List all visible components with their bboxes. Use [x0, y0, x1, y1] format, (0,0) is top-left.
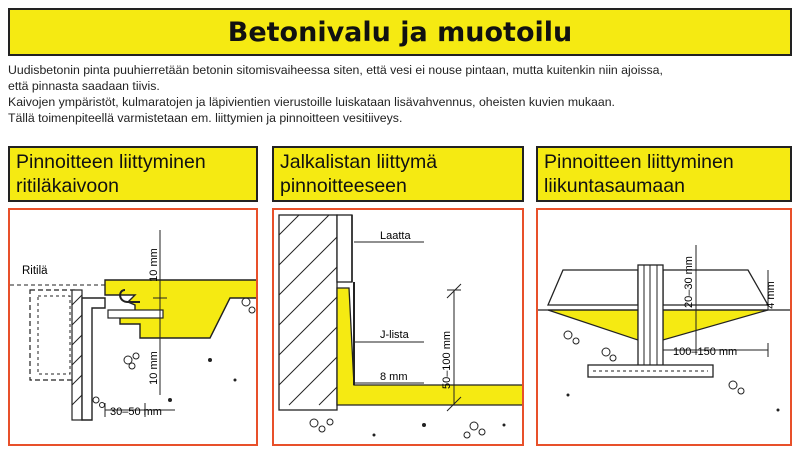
header-expansion-joint: Pinnoitteen liittyminen liikuntasaumaan: [536, 146, 792, 202]
header-expansion-joint-line2: liikuntasaumaan: [544, 175, 685, 197]
dim-vertical-label: 50–100 mm: [441, 331, 453, 389]
thickness-label: 8 mm: [380, 371, 408, 383]
j-trim-label: J-lista: [380, 329, 410, 341]
dim-horizontal-label: 30–50 mm: [110, 406, 162, 418]
header-expansion-joint-line1: Pinnoitteen liittyminen: [544, 151, 734, 173]
dim-20-30-label: 20–30 mm: [683, 256, 695, 308]
title-banner: Betonivalu ja muotoilu: [8, 8, 792, 56]
dim-100-150-label: 100–150 mm: [673, 346, 737, 358]
header-grate-drain: Pinnoitteen liittyminen ritiläkaivoon: [8, 146, 258, 202]
intro-line-1: Uudisbetonin pinta puuhierretään betonin…: [8, 63, 663, 77]
dim-4mm-label: 4 mm: [765, 281, 777, 309]
expansion-joint-diagram: 20–30 mm 4 mm 100–150 mm: [538, 245, 790, 412]
intro-line-4: Tällä toimenpiteellä varmistetaan em. li…: [8, 111, 403, 125]
dim-top-label: 10 mm: [148, 248, 160, 282]
dim-bottom-label: 10 mm: [148, 351, 160, 385]
header-skirting: Jalkalistan liittymä pinnoitteeseen: [272, 146, 524, 202]
intro-line-2: että pinnasta saadaan tiivis.: [8, 79, 160, 93]
grate-label: Ritilä: [22, 265, 48, 277]
header-skirting-line2: pinnoitteeseen: [280, 175, 407, 197]
header-skirting-line1: Jalkalistan liittymä: [280, 151, 438, 173]
page-title: Betonivalu ja muotoilu: [227, 16, 573, 48]
intro-line-3: Kaivojen ympäristöt, kulmaratojen ja läp…: [8, 95, 615, 109]
panel-skirting: 50–100 mm Laatta J-lista 8 mm: [272, 208, 524, 446]
panel-expansion-joint: 20–30 mm 4 mm 100–150 mm: [536, 208, 792, 446]
panel-grate-drain: 10 mm 10 mm 30–50 mm Ritilä: [8, 208, 258, 446]
header-grate-drain-line2: ritiläkaivoon: [16, 175, 119, 197]
header-grate-drain-line1: Pinnoitteen liittyminen: [16, 151, 206, 173]
grate-drain-diagram: 10 mm 10 mm 30–50 mm Ritilä: [10, 230, 256, 421]
intro-text: Uudisbetonin pinta puuhierretään betonin…: [8, 62, 792, 126]
tile-label: Laatta: [380, 230, 411, 242]
skirting-diagram: 50–100 mm Laatta J-lista 8 mm: [278, 214, 522, 439]
